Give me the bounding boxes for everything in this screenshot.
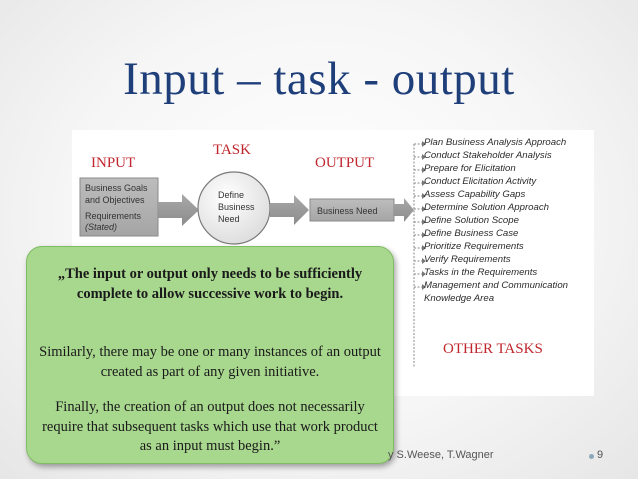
output-label: OUTPUT bbox=[315, 155, 375, 171]
task-circle-line-1: Define bbox=[218, 190, 244, 200]
input-box-line-3: Requirements bbox=[85, 211, 142, 221]
list-item: Tasks in the Requirements bbox=[424, 267, 538, 278]
task-bracket-arrowheads bbox=[422, 141, 426, 290]
page-number: 9 bbox=[597, 449, 604, 461]
list-item: Knowledge Area bbox=[424, 293, 495, 304]
list-item: Define Business Case bbox=[424, 228, 519, 239]
list-item: Determine Solution Approach bbox=[424, 202, 549, 213]
task-bracket bbox=[413, 143, 422, 368]
other-tasks-label: OTHER TASKS bbox=[443, 341, 543, 357]
input-box-line-4: (Stated) bbox=[85, 222, 117, 232]
list-item: Verify Requirements bbox=[424, 254, 511, 265]
list-item: Conduct Stakeholder Analysis bbox=[424, 150, 552, 161]
list-item: Prioritize Requirements bbox=[424, 241, 524, 252]
slide-title: Input – task - output bbox=[123, 53, 515, 105]
diagram-svg: Business Goals and Objectives Requiremen… bbox=[79, 141, 426, 368]
callout-paragraph-3: Finally, the creation of an output does … bbox=[42, 399, 378, 454]
task-circle-line-3: Need bbox=[218, 214, 240, 224]
arrow-output-to-tasks bbox=[394, 198, 414, 222]
input-box bbox=[79, 177, 159, 237]
footer-author: y S.Weese, T.Wagner bbox=[388, 449, 494, 461]
list-item: Plan Business Analysis Approach bbox=[424, 137, 567, 148]
list-item: Assess Capability Gaps bbox=[424, 189, 526, 200]
task-label: TASK bbox=[213, 142, 251, 158]
input-box-line-2: and Objectives bbox=[85, 195, 145, 205]
arrow-task-to-output bbox=[270, 195, 309, 225]
input-label: INPUT bbox=[91, 155, 136, 171]
task-list: Plan Business Analysis Approach Conduct … bbox=[424, 136, 594, 305]
callout-quote: „The input or output only needs to be su… bbox=[57, 266, 363, 302]
output-box-label: Business Need bbox=[317, 206, 378, 216]
callout-paragraph-2: Similarly, there may be one or many inst… bbox=[39, 344, 381, 380]
list-item: Define Solution Scope bbox=[424, 215, 519, 226]
arrow-input-to-task bbox=[158, 194, 199, 226]
task-circle-line-2: Business bbox=[218, 202, 255, 212]
list-item: Management and Communication bbox=[424, 280, 568, 291]
list-item: Prepare for Elicitation bbox=[424, 163, 516, 174]
input-box-line-1: Business Goals bbox=[85, 183, 148, 193]
list-item: Conduct Elicitation Activity bbox=[424, 176, 537, 187]
footer-bullet-icon bbox=[589, 454, 594, 459]
quote-callout: „The input or output only needs to be su… bbox=[26, 246, 394, 464]
